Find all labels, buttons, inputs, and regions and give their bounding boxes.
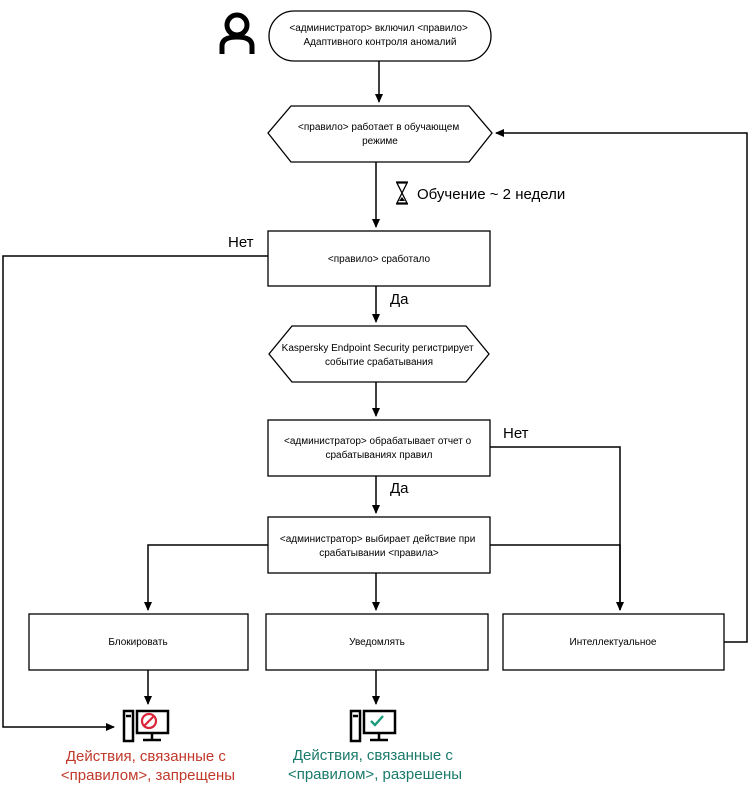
edge-processes-no-to-smart	[490, 446, 624, 611]
svg-text:<правило> работает в обучающем: <правило> работает в обучающем режиме	[298, 121, 462, 147]
node-rule-triggered-label: <правило> сработало	[328, 253, 431, 265]
node-learning-mode-line-2: режиме	[362, 136, 398, 147]
edge-triggered-no-to-blocked	[2, 255, 268, 731]
hourglass-icon	[395, 181, 409, 205]
edge-label-learning-period: Обучение ~ 2 недели	[417, 186, 565, 203]
node-admin-processes-line-1: <администратор> обрабатывает отчет о	[284, 435, 472, 447]
node-admin-processes-line-2: срабатываниях правил	[325, 449, 432, 461]
node-enable-rule-line-1: <администратор> включил <правило>	[289, 23, 468, 34]
node-admin-processes: <администратор> обрабатывает отчет о сра…	[267, 419, 491, 477]
node-kes-registers-line-1: Kaspersky Endpoint Security регистрирует	[282, 343, 474, 354]
svg-text:<администратор> выбирает дейст: <администратор> выбирает действие при ср…	[280, 533, 478, 559]
svg-text:Kaspersky Endpoint Security ре: Kaspersky Endpoint Security регистрирует…	[282, 343, 477, 368]
node-learning-mode: <правило> работает в обучающем режиме	[267, 105, 493, 163]
node-kes-registers: Kaspersky Endpoint Security регистрирует…	[268, 325, 490, 383]
outcome-allowed-line-1: Действия, связанные с	[293, 747, 454, 764]
outcome-allowed-text: Действия, связанные с <правилом>, разреш…	[288, 747, 462, 783]
node-enable-rule-line-2: Адаптивного контроля аномалий	[304, 37, 457, 48]
outcome-blocked-line-1: Действия, связанные с	[66, 748, 227, 765]
outcome-allowed-line-2: <правилом>, разрешены	[288, 766, 462, 783]
edge-label-no-processed: Нет	[503, 425, 529, 442]
node-smart-label: Интеллектуальное	[570, 637, 657, 648]
computer-allowed-icon	[349, 709, 397, 743]
node-admin-chooses-line-2: срабатывании <правила>	[319, 547, 439, 559]
node-block-label: Блокировать	[108, 637, 167, 648]
node-learning-mode-line-1: <правило> работает в обучающем	[298, 121, 459, 133]
edge-label-yes-processed: Да	[390, 480, 409, 497]
svg-text:<администратор> включил <прави: <администратор> включил <правило> Адапти…	[289, 23, 470, 48]
node-block: Блокировать	[28, 613, 249, 671]
node-notify-label: Уведомлять	[349, 637, 405, 648]
node-smart: Интеллектуальное	[502, 613, 725, 671]
node-admin-chooses: <администратор> выбирает действие при ср…	[267, 516, 491, 574]
node-enable-rule: <администратор> включил <правило> Адапти…	[268, 10, 492, 62]
node-admin-chooses-line-1: <администратор> выбирает действие при	[280, 533, 475, 545]
outcome-blocked-text: Действия, связанные с <правилом>, запрещ…	[61, 748, 235, 784]
node-notify: Уведомлять	[265, 613, 489, 671]
edge-smart-loop-to-learning	[495, 129, 748, 643]
computer-blocked-icon	[122, 709, 170, 743]
edge-label-yes-triggered: Да	[390, 291, 409, 308]
node-kes-registers-line-2: событие срабатывания	[325, 356, 433, 368]
edge-chooses-to-smart	[490, 544, 621, 610]
svg-text:<администратор> обрабатывает о: <администратор> обрабатывает отчет о сра…	[284, 435, 474, 461]
edge-chooses-to-block	[144, 544, 268, 611]
edge-label-no-triggered: Нет	[228, 234, 254, 251]
outcome-blocked-line-2: <правилом>, запрещены	[61, 767, 235, 784]
person-icon	[219, 12, 255, 54]
node-rule-triggered: <правило> сработало	[267, 230, 491, 287]
